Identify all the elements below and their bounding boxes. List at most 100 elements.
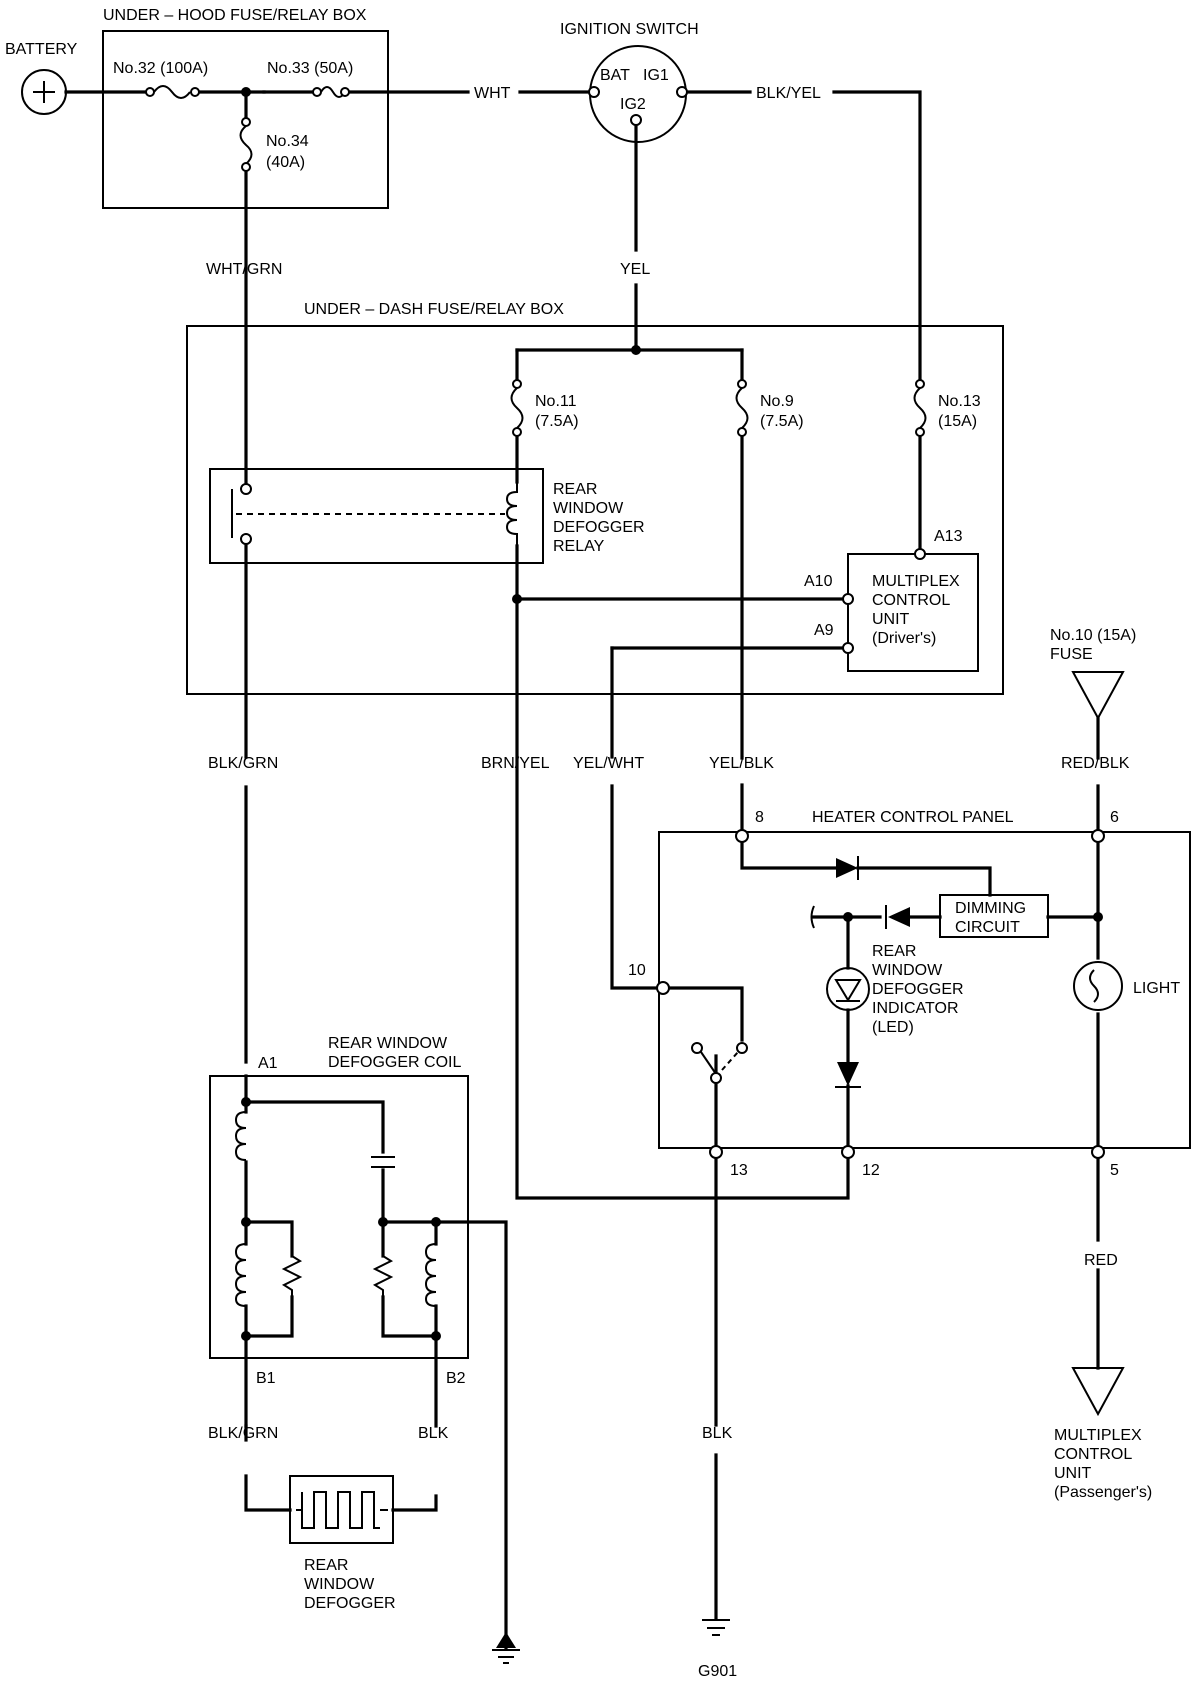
wire-red-label: RED [1084,1252,1118,1269]
mcu-label-line3: UNIT [872,611,910,628]
passenger-mcu-label-line1: MULTIPLEX [1054,1427,1142,1444]
ignition-switch-icon [588,45,688,143]
wire-blk-grn-upper-label: BLK/GRN [208,755,278,772]
fuse-10-connector-icon [1071,671,1125,721]
terminal-a9 [842,642,854,654]
relay-housing [209,468,544,564]
diode-lower-icon [835,1062,861,1088]
terminal-10 [656,981,670,995]
junction-nodes [241,87,1103,1341]
wire-brn-yel-label: BRN/YEL [481,755,550,772]
fuse-34-number-label: No.34 [266,133,309,150]
led-indicator-icon [826,967,870,1011]
led-label-line2: WINDOW [872,962,943,979]
under-dash-box-label: UNDER – DASH FUSE/RELAY BOX [304,301,564,318]
terminal-8 [735,829,749,843]
pin-a10-label: A10 [804,573,833,590]
ignition-ig2-label: IG2 [620,96,646,113]
mcu-label-line1: MULTIPLEX [872,573,960,590]
relay-coil-icon [505,482,518,546]
pin-b2-label: B2 [446,1370,466,1387]
terminal-5 [1091,1145,1105,1159]
mcu-label-line2: CONTROL [872,592,950,609]
pin-b1-label: B1 [256,1370,276,1387]
defogger-label-line3: DEFOGGER [304,1595,396,1612]
diode-dimming-icon [885,905,910,929]
heater-control-panel-label: HEATER CONTROL PANEL [812,809,1014,826]
fuse-11-number-label: No.11 [535,393,577,410]
led-label-line1: REAR [872,943,916,960]
light-bulb-icon [1073,961,1123,1011]
pin-8-label: 8 [755,809,764,826]
fuse-33-icon [312,86,350,98]
battery-label: BATTERY [5,41,78,58]
rear-window-defogger-grid-icon [289,1475,394,1544]
coil-label-line1: REAR WINDOW [328,1035,448,1052]
rear-window-defogger-coil-box [209,1075,469,1359]
pin-13-label: 13 [730,1162,748,1179]
resistor-b2-icon [372,1255,394,1297]
passenger-mcu-connector-icon [1071,1367,1125,1417]
multiplex-control-unit-drivers [847,553,979,672]
battery-icon [21,69,67,115]
ignition-ig1-label: IG1 [643,67,669,84]
pin-5-label: 5 [1110,1162,1119,1179]
pin-6-label: 6 [1110,809,1119,826]
passenger-mcu-label-line2: CONTROL [1054,1446,1132,1463]
fuse-34-amp-label: (40A) [266,154,305,171]
pin-10-label: 10 [628,962,646,979]
fuse-13-number-label: No.13 [938,393,981,410]
ignition-switch-label: IGNITION SWITCH [560,21,699,38]
relay-label-line4: RELAY [553,538,605,555]
wire-blk-g901-label: BLK [702,1425,733,1442]
ignition-bat-label: BAT [600,67,630,84]
ground-icon-g901 [702,1619,730,1636]
led-label-line5: (LED) [872,1019,914,1036]
mcu-label-line4: (Driver's) [872,630,936,647]
pin-a13-label: A13 [934,528,963,545]
ground-icon-coil [492,1632,520,1664]
wire-yel-wht-label: YEL/WHT [573,755,644,772]
terminal-a13 [914,548,926,560]
wire-red-blk-label: RED/BLK [1061,755,1130,772]
led-label-line3: DEFOGGER [872,981,964,998]
wire-wht-label: WHT [474,85,511,102]
fuse-11-icon [510,379,524,437]
ground-g901-label: G901 [698,1663,737,1680]
coil-inductor-b1-icon [234,1243,247,1307]
fuse-9-number-label: No.9 [760,393,794,410]
capacitor-icon [371,1156,395,1168]
relay-label-line2: WINDOW [553,500,624,517]
fuse-33-label: No.33 (50A) [267,60,353,77]
fuse-9-icon [735,379,749,437]
fuse-32-icon [145,85,200,99]
pin-12-label: 12 [862,1162,880,1179]
fuse-11-amp-label: (7.5A) [535,413,579,430]
wire-blk-yel-label: BLK/YEL [756,85,821,102]
wire-yel-blk-label: YEL/BLK [709,755,774,772]
wire-blk-b2-label: BLK [418,1425,449,1442]
defogger-switch-icon [691,1042,748,1084]
fuse-9-amp-label: (7.5A) [760,413,804,430]
fuse-13-icon [913,379,927,437]
coil-label-line2: DEFOGGER COIL [328,1054,461,1071]
defogger-label-line2: WINDOW [304,1576,375,1593]
dimming-label-line1: DIMMING [955,900,1026,917]
terminal-13 [709,1145,723,1159]
wire-blk-grn-lower-label: BLK/GRN [208,1425,278,1442]
relay-switch-icon [231,483,505,545]
terminal-6 [1091,829,1105,843]
wire-wht-grn-label: WHT/GRN [206,261,282,278]
resistor-b1-icon [281,1255,303,1297]
light-label: LIGHT [1133,980,1180,997]
diode-upper-icon [836,856,859,880]
coil-inductor-a1-icon [234,1111,247,1161]
relay-label-line3: DEFOGGER [553,519,645,536]
fuse-10-label-line2: FUSE [1050,646,1093,663]
passenger-mcu-label-line3: UNIT [1054,1465,1092,1482]
pin-a1-label: A1 [258,1055,278,1072]
under-hood-box-label: UNDER – HOOD FUSE/RELAY BOX [103,7,367,24]
wire-yel-label: YEL [620,261,650,278]
terminal-12 [841,1145,855,1159]
pin-a9-label: A9 [814,622,834,639]
